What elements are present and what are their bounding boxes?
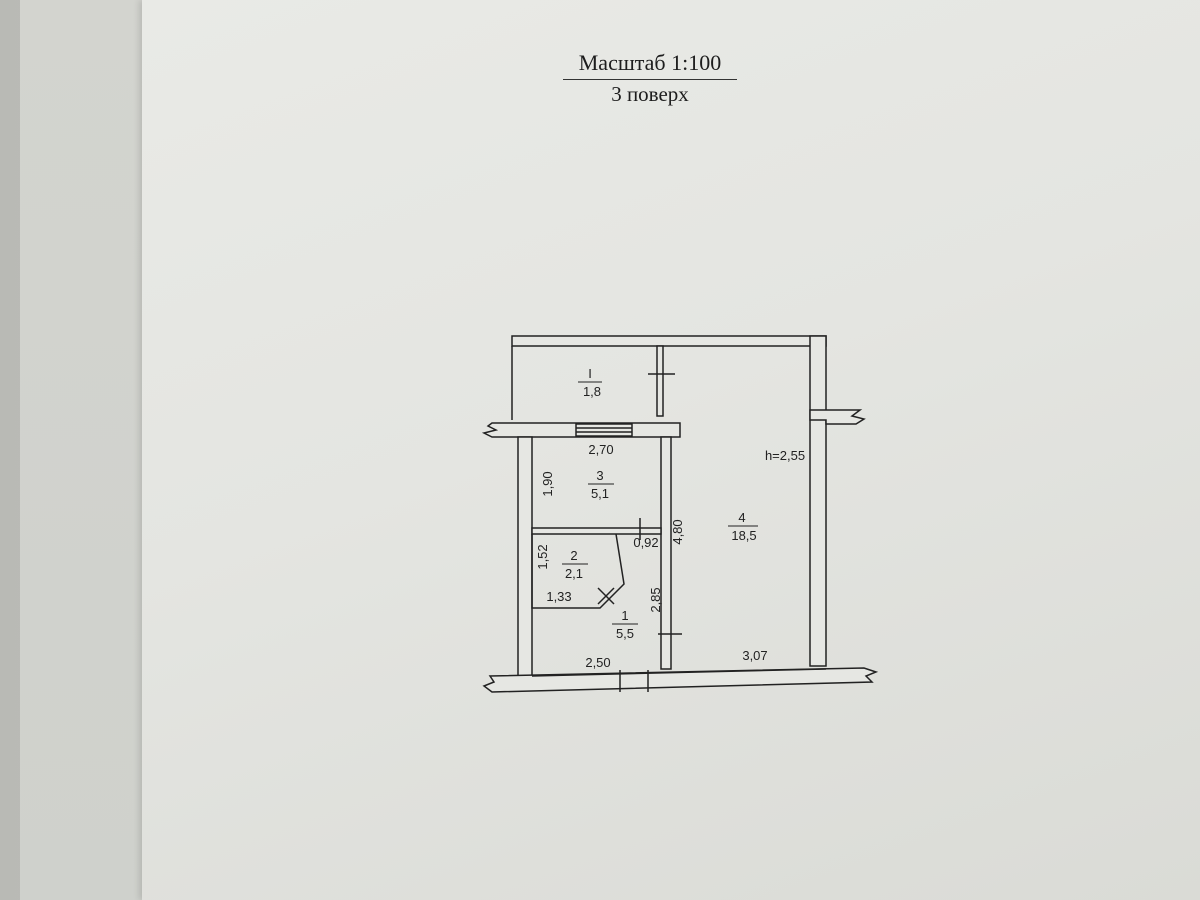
scale-label: Масштаб 1:100 — [562, 50, 738, 80]
dim-room2-height: 1,52 — [535, 544, 550, 569]
title-block: Масштаб 1:100 3 поверх — [540, 50, 760, 107]
door-mark-5 — [597, 587, 615, 605]
floor-label: 3 поверх — [611, 82, 689, 106]
room-I-number: I — [588, 366, 592, 381]
wall-room3-bottom — [531, 527, 662, 535]
wall-stub-right — [809, 409, 866, 425]
window-marker — [575, 423, 633, 437]
room-I-area: 1,8 — [583, 384, 601, 399]
room-2-area: 2,1 — [565, 566, 583, 581]
dim-room4-width: 3,07 — [742, 648, 767, 663]
room-3-number: 3 — [596, 468, 603, 483]
wall-partition — [660, 436, 672, 670]
wall-balcony-right — [656, 345, 664, 417]
room-2-number: 2 — [570, 548, 577, 563]
dim-room4-length: 4,80 — [670, 519, 685, 544]
ceiling-height: h=2,55 — [765, 448, 805, 463]
dim-passage-width: 0,92 — [633, 535, 658, 550]
room-1-number: 1 — [621, 608, 628, 623]
wall-room2 — [531, 533, 625, 609]
dim-room1-width: 2,50 — [585, 655, 610, 670]
dim-top-width: 2,70 — [588, 442, 613, 457]
wall-left — [517, 436, 533, 678]
room-1-area: 5,5 — [616, 626, 634, 641]
room-4-number: 4 — [738, 510, 745, 525]
dim-room3-height: 1,90 — [540, 471, 555, 496]
wall-bottom — [482, 667, 879, 693]
room-4-area: 18,5 — [731, 528, 756, 543]
wall-right — [809, 335, 827, 667]
dim-hall-length: 2,85 — [648, 587, 663, 612]
wall-top — [511, 335, 827, 347]
dim-room2-width: 1,33 — [546, 589, 571, 604]
room-3-area: 5,1 — [591, 486, 609, 501]
wall-bottom-inner — [531, 668, 827, 677]
